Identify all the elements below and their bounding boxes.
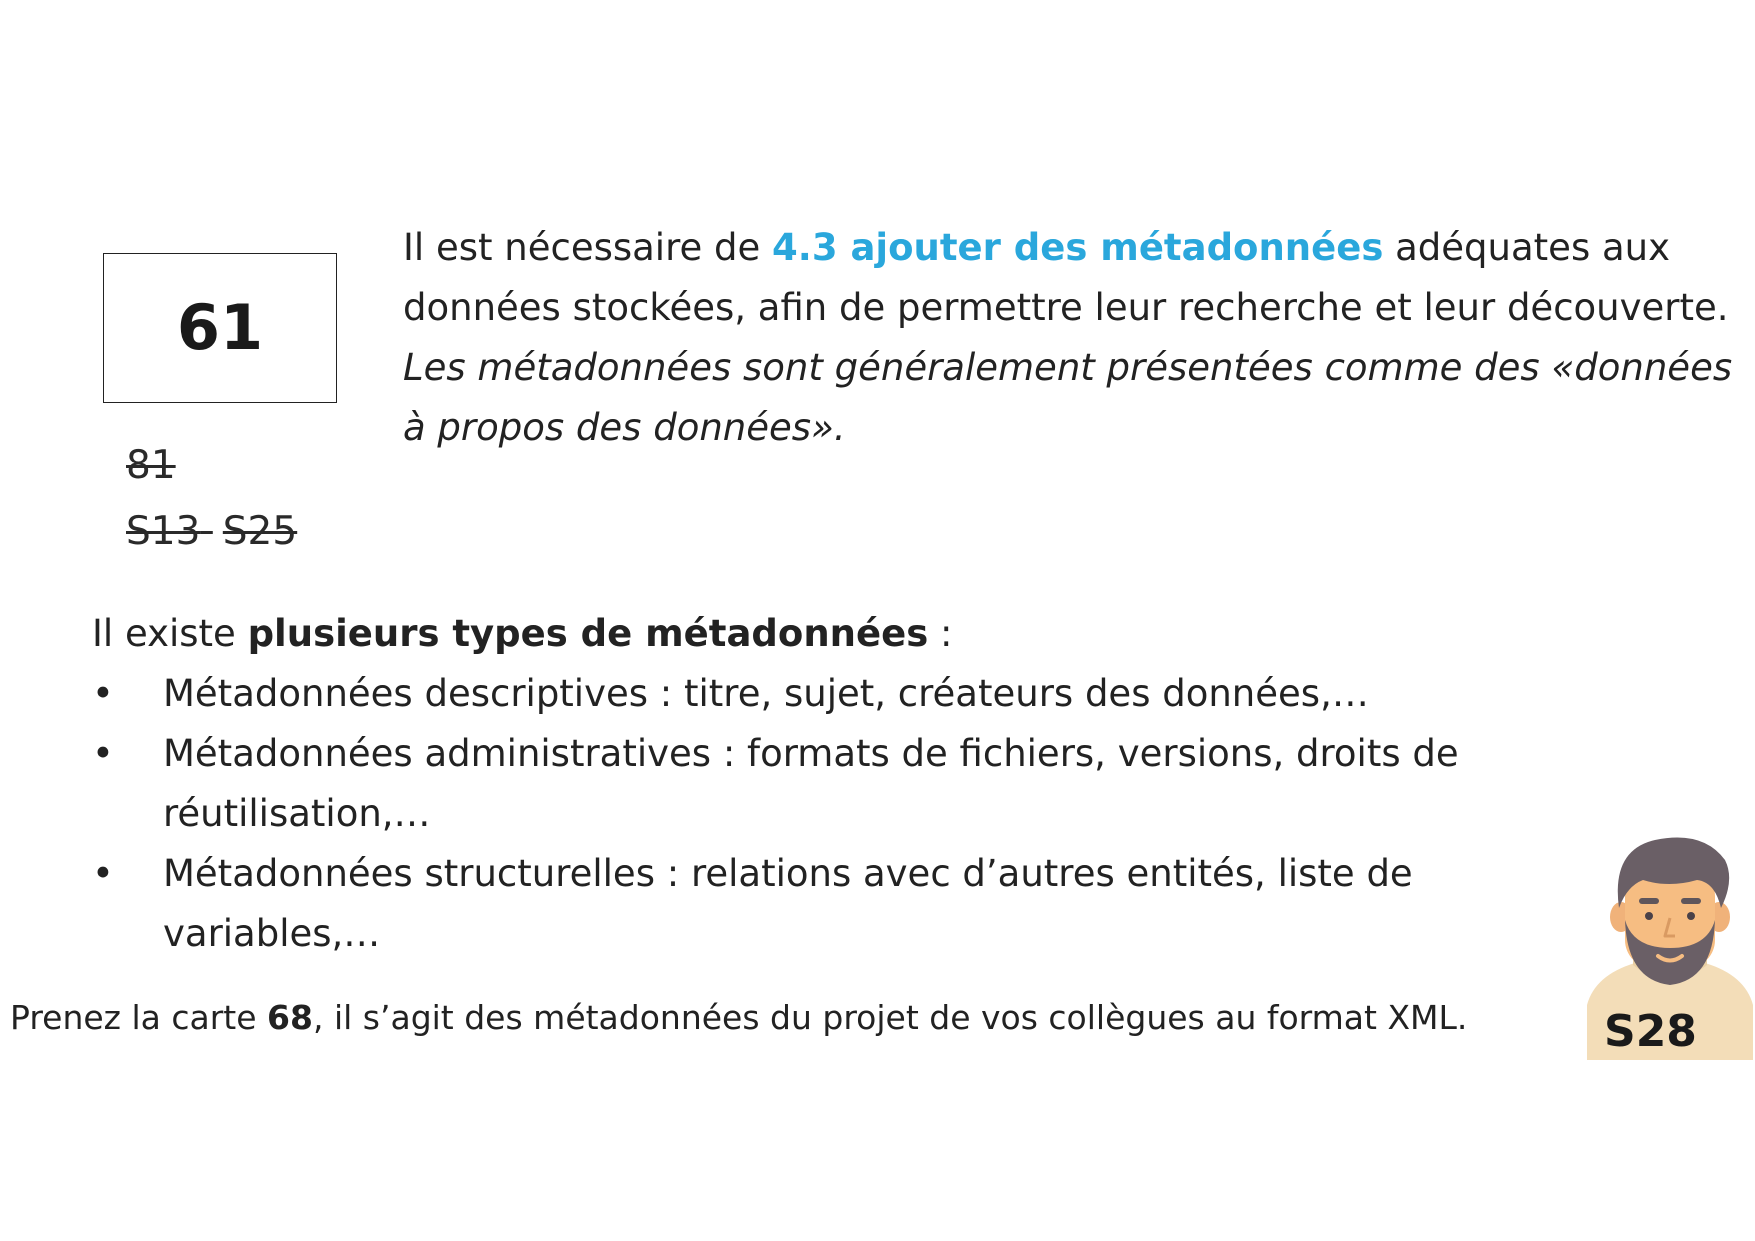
types-lead-before: Il existe [92,612,248,655]
crossed-scenario-ref: S25 [222,509,298,554]
bullet-icon: • [92,852,114,895]
list-item: • Métadonnées descriptives : titre, suje… [92,664,1613,724]
types-list: • Métadonnées descriptives : titre, suje… [92,664,1592,964]
intro-text-before: Il est nécessaire de [403,226,773,269]
bullet-icon: • [92,732,114,775]
intro-text-after: adéquates aux données stockées, afin de … [403,226,1729,329]
intro-highlight: 4.3 ajouter des métadonnées [772,226,1384,269]
bullet-icon: • [92,672,114,715]
crossed-scenario-ref: S13 [126,509,201,554]
list-item: • Métadonnées structurelles : relations … [92,844,1623,964]
intro-definition: Les métadonnées sont généralement présen… [403,346,1733,449]
types-lead-bold: plusieurs types de métadonnées [247,612,929,655]
list-item-text: Métadonnées descriptives : titre, sujet,… [163,672,1369,715]
footer-text-after: , il s’agit des métadonnées du projet de… [312,998,1468,1037]
footer-instruction: Prenez la carte 68, il s’agit des métado… [10,998,1467,1038]
bearded-man-icon [1585,830,1755,1060]
list-item-text: Métadonnées structurelles : relations av… [163,852,1413,955]
intro-paragraph: Il est nécessaire de 4.3 ajouter des mét… [403,218,1748,458]
card-number: 61 [176,291,264,364]
card-number-box: 61 [103,253,337,403]
intro-main: Il est nécessaire de 4.3 ajouter des mét… [403,218,1748,338]
crossed-card-ref: 81 [126,443,176,488]
metadata-types-section: Il existe plusieurs types de métadonnées… [92,604,1592,964]
list-item-text: Métadonnées administratives : formats de… [163,732,1459,835]
footer-text-before: Prenez la carte [10,998,268,1037]
list-item: • Métadonnées administratives : formats … [92,724,1603,844]
scenario-label: S28 [1604,1006,1697,1057]
footer-card-ref: 68 [267,998,313,1037]
types-lead-after: : [928,612,953,655]
types-lead: Il existe plusieurs types de métadonnées… [92,604,1592,664]
crossed-scenario-refs: S13 S25 [126,512,297,551]
